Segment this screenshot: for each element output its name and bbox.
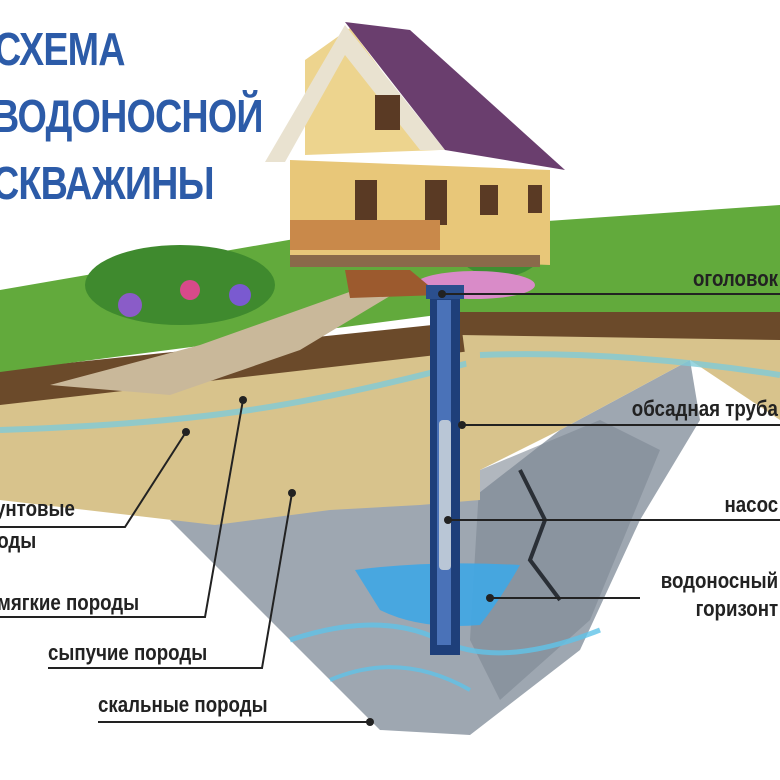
title-line-2: ВОДОНОСНОЙ bbox=[0, 90, 263, 142]
label-pump: насос bbox=[724, 492, 778, 517]
label-groundwater-2: воды bbox=[0, 528, 37, 553]
flower-bed bbox=[85, 245, 275, 325]
pump bbox=[439, 420, 451, 570]
title-line-3: СКВАЖИНЫ bbox=[0, 157, 215, 209]
rock-shade bbox=[470, 420, 660, 700]
label-aquifer-1: водоносный bbox=[660, 568, 778, 593]
label-soft-rocks: мягкие породы bbox=[0, 590, 140, 615]
soft-rocks-leader bbox=[0, 399, 244, 618]
groundwater-leader bbox=[0, 431, 187, 528]
label-aquifer-2: горизонт bbox=[695, 596, 778, 621]
loose-rocks-leader bbox=[48, 492, 293, 669]
house bbox=[265, 22, 565, 298]
label-wellhead: оголовок bbox=[692, 266, 778, 291]
garden-path bbox=[50, 290, 400, 395]
label-casing-pipe: обсадная труба bbox=[631, 396, 778, 421]
label-groundwater-1: грунтовые bbox=[0, 496, 75, 521]
label-hard-rocks: скальные породы bbox=[98, 692, 268, 717]
label-loose-rocks: сыпучие породы bbox=[48, 640, 208, 665]
title-line-1: СХЕМА bbox=[0, 23, 126, 75]
groundwater-stream bbox=[0, 357, 481, 433]
